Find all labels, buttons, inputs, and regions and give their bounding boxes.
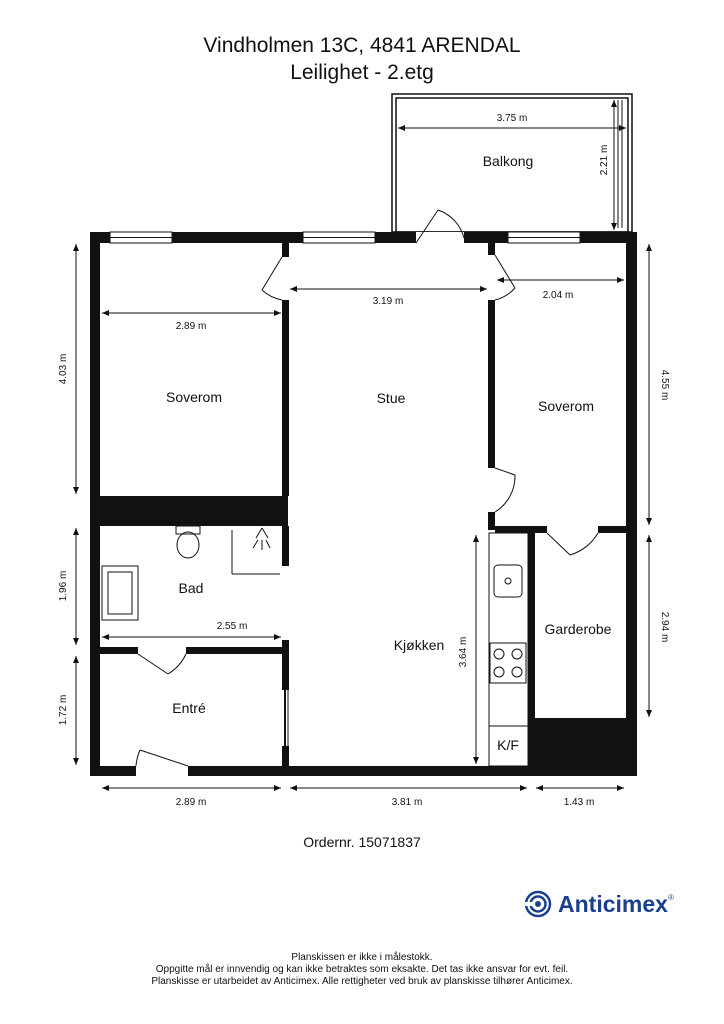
- room-label-entrance: Entré: [172, 700, 206, 716]
- disclaimer: Planskissen er ikke i målestokk. Oppgitt…: [0, 952, 724, 988]
- dim-left-height-bedroom: 4.03 m: [58, 354, 69, 385]
- address-title: Vindholmen 13C, 4841 ARENDAL: [203, 34, 521, 57]
- dim-living-width: 3.19 m: [373, 296, 404, 307]
- brand-name: Anticimex: [558, 890, 668, 917]
- room-label-kitchen: Kjøkken: [394, 637, 445, 653]
- windows: [90, 231, 581, 526]
- door-swings: [135, 254, 599, 767]
- bath-fixtures: [101, 525, 280, 621]
- room-label-bedroom-left: Soverom: [166, 389, 222, 405]
- dim-left-height-bath: 1.96 m: [58, 571, 69, 602]
- brand-registered-mark: ®: [667, 893, 674, 902]
- room-label-wardrobe: Garderobe: [545, 621, 612, 637]
- dim-bedroom-left-width: 2.89 m: [176, 321, 207, 332]
- dim-bedroom-right-width: 2.04 m: [543, 290, 574, 301]
- brand-logo: Anticimex ®: [524, 889, 674, 919]
- dim-kitchen-length: 3.64 m: [458, 637, 469, 668]
- room-label-living: Stue: [377, 390, 406, 406]
- dim-bottom-left: 2.89 m: [176, 797, 207, 808]
- anticimex-swirl-icon: [524, 890, 552, 918]
- interior-walls: [100, 243, 626, 776]
- disclaimer-line-1: Planskissen er ikke i målestokk.: [291, 952, 433, 963]
- balcony-door-swing: [415, 209, 465, 244]
- room-label-bath: Bad: [179, 580, 204, 596]
- room-label-balcony: Balkong: [483, 153, 534, 169]
- dim-bottom-right: 1.43 m: [564, 797, 595, 808]
- dimension-lines: [73, 100, 652, 791]
- balcony-door-gap: [416, 232, 464, 243]
- room-label-fridge: K/F: [497, 737, 519, 753]
- dim-bottom-middle: 3.81 m: [392, 797, 423, 808]
- disclaimer-line-2: Oppgitte mål er innvendig og kan ikke be…: [155, 964, 569, 975]
- dim-balcony-width: 3.75 m: [497, 113, 528, 124]
- dim-bath-width: 2.55 m: [217, 621, 248, 632]
- kitchen-fixtures: [488, 532, 529, 767]
- balcony-railing: [617, 100, 623, 228]
- order-number: Ordernr. 15071837: [303, 834, 421, 850]
- room-label-bedroom-right: Soverom: [538, 398, 594, 414]
- dim-right-height-wardrobe: 2.94 m: [659, 612, 670, 643]
- dim-balcony-depth: 2.21 m: [599, 145, 610, 176]
- floor-plan: Balkong Soverom Stue Soverom Bad Kjøkken…: [58, 93, 670, 808]
- dim-right-height-bedroom: 4.55 m: [659, 370, 670, 401]
- disclaimer-line-3: Planskisse er utarbeidet av Anticimex. A…: [151, 976, 573, 987]
- unit-subtitle: Leilighet - 2.etg: [290, 61, 434, 84]
- dim-left-height-entrance: 1.72 m: [58, 695, 69, 726]
